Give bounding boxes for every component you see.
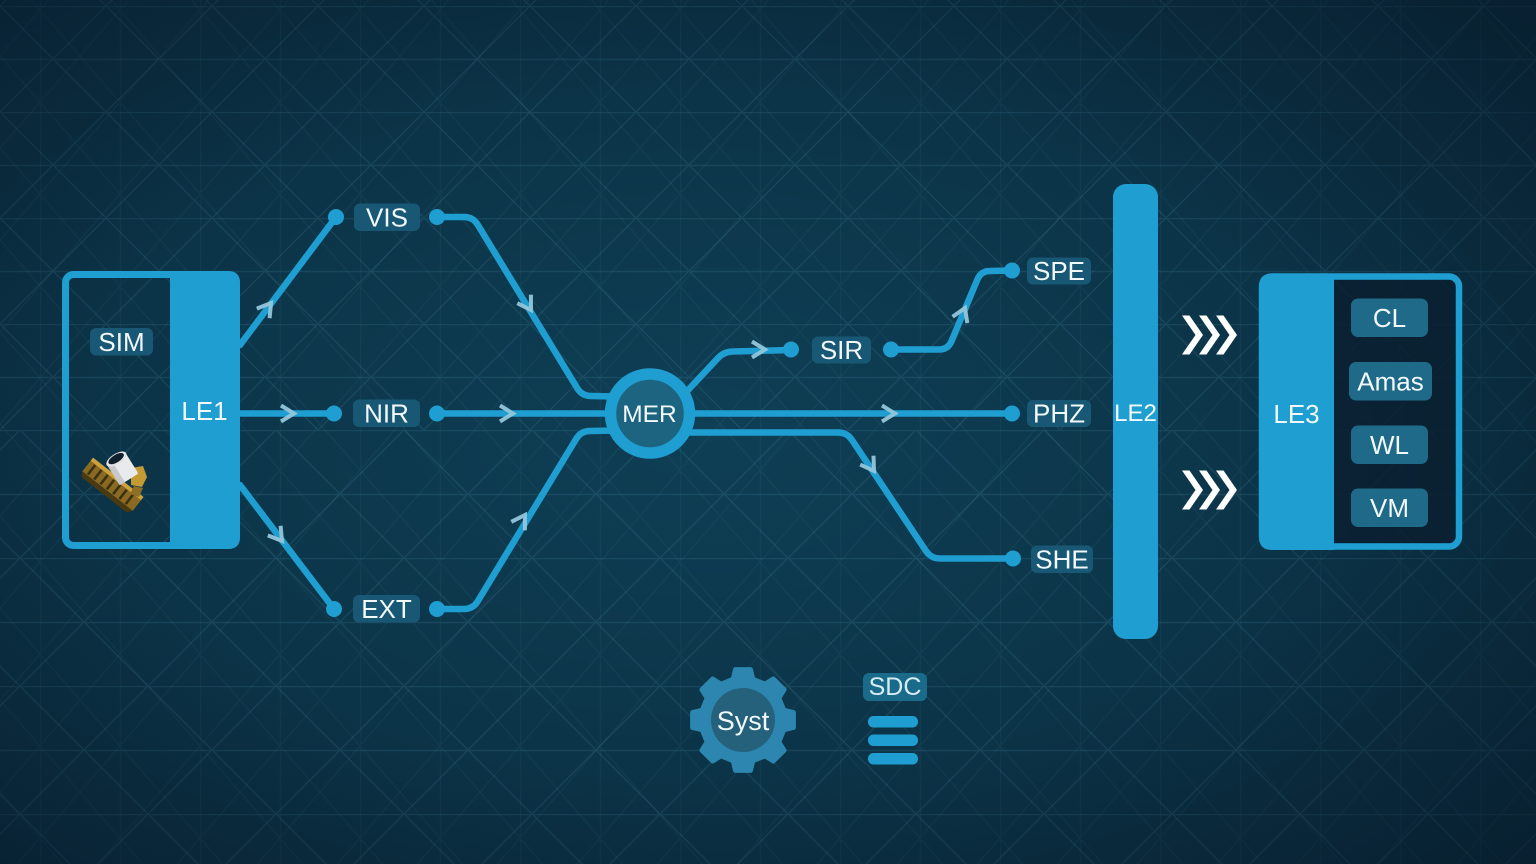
svg-text:MER: MER: [622, 401, 676, 428]
svg-text:CL: CL: [1373, 303, 1406, 333]
svg-text:LE1: LE1: [181, 396, 227, 426]
svg-text:EXT: EXT: [361, 594, 412, 624]
svg-text:Amas: Amas: [1357, 366, 1423, 396]
svg-text:SIM: SIM: [98, 327, 144, 357]
svg-text:NIR: NIR: [364, 398, 409, 428]
svg-text:LE3: LE3: [1273, 399, 1319, 429]
svg-text:SPE: SPE: [1033, 256, 1085, 286]
svg-text:VIS: VIS: [366, 202, 408, 232]
svg-text:WL: WL: [1370, 430, 1409, 460]
svg-text:LE2: LE2: [1114, 400, 1157, 427]
svg-text:PHZ: PHZ: [1033, 399, 1085, 429]
svg-text:Syst: Syst: [717, 706, 770, 736]
svg-text:VM: VM: [1370, 493, 1409, 523]
svg-text:SIR: SIR: [820, 335, 863, 365]
svg-text:SDC: SDC: [869, 673, 922, 701]
svg-text:SHE: SHE: [1035, 544, 1088, 574]
